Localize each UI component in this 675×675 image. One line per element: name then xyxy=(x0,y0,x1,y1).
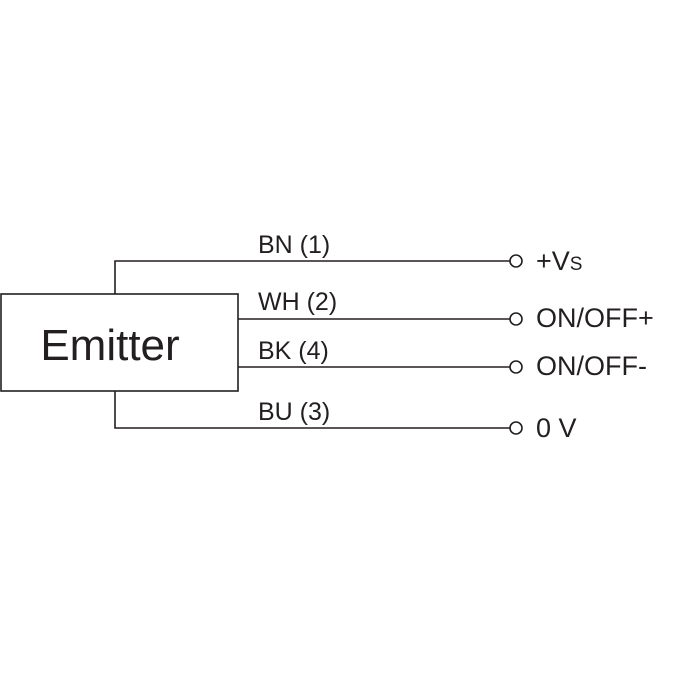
terminal-label-wh: ON/OFF+ xyxy=(536,303,654,333)
wire-bu xyxy=(114,391,510,429)
terminal-wh xyxy=(509,312,523,326)
terminal-label-bu: 0 V xyxy=(536,413,577,443)
wire-label-bu: BU (3) xyxy=(258,398,330,426)
terminal-label-bn-sub: S xyxy=(570,254,583,275)
terminal-label-bn-main: +V xyxy=(536,246,570,276)
terminal-label-bn: +VS xyxy=(536,246,582,276)
wire-label-bk: BK (4) xyxy=(258,337,329,365)
terminal-bn xyxy=(509,254,523,268)
wire-label-wh: WH (2) xyxy=(258,288,337,316)
emitter-box xyxy=(0,293,239,392)
wire-label-bn: BN (1) xyxy=(258,231,330,259)
wire-bn xyxy=(114,260,510,294)
terminal-bk xyxy=(509,360,523,374)
terminal-label-bk: ON/OFF- xyxy=(536,351,647,381)
terminal-bu xyxy=(509,421,523,435)
emitter-label: Emitter xyxy=(40,321,179,370)
